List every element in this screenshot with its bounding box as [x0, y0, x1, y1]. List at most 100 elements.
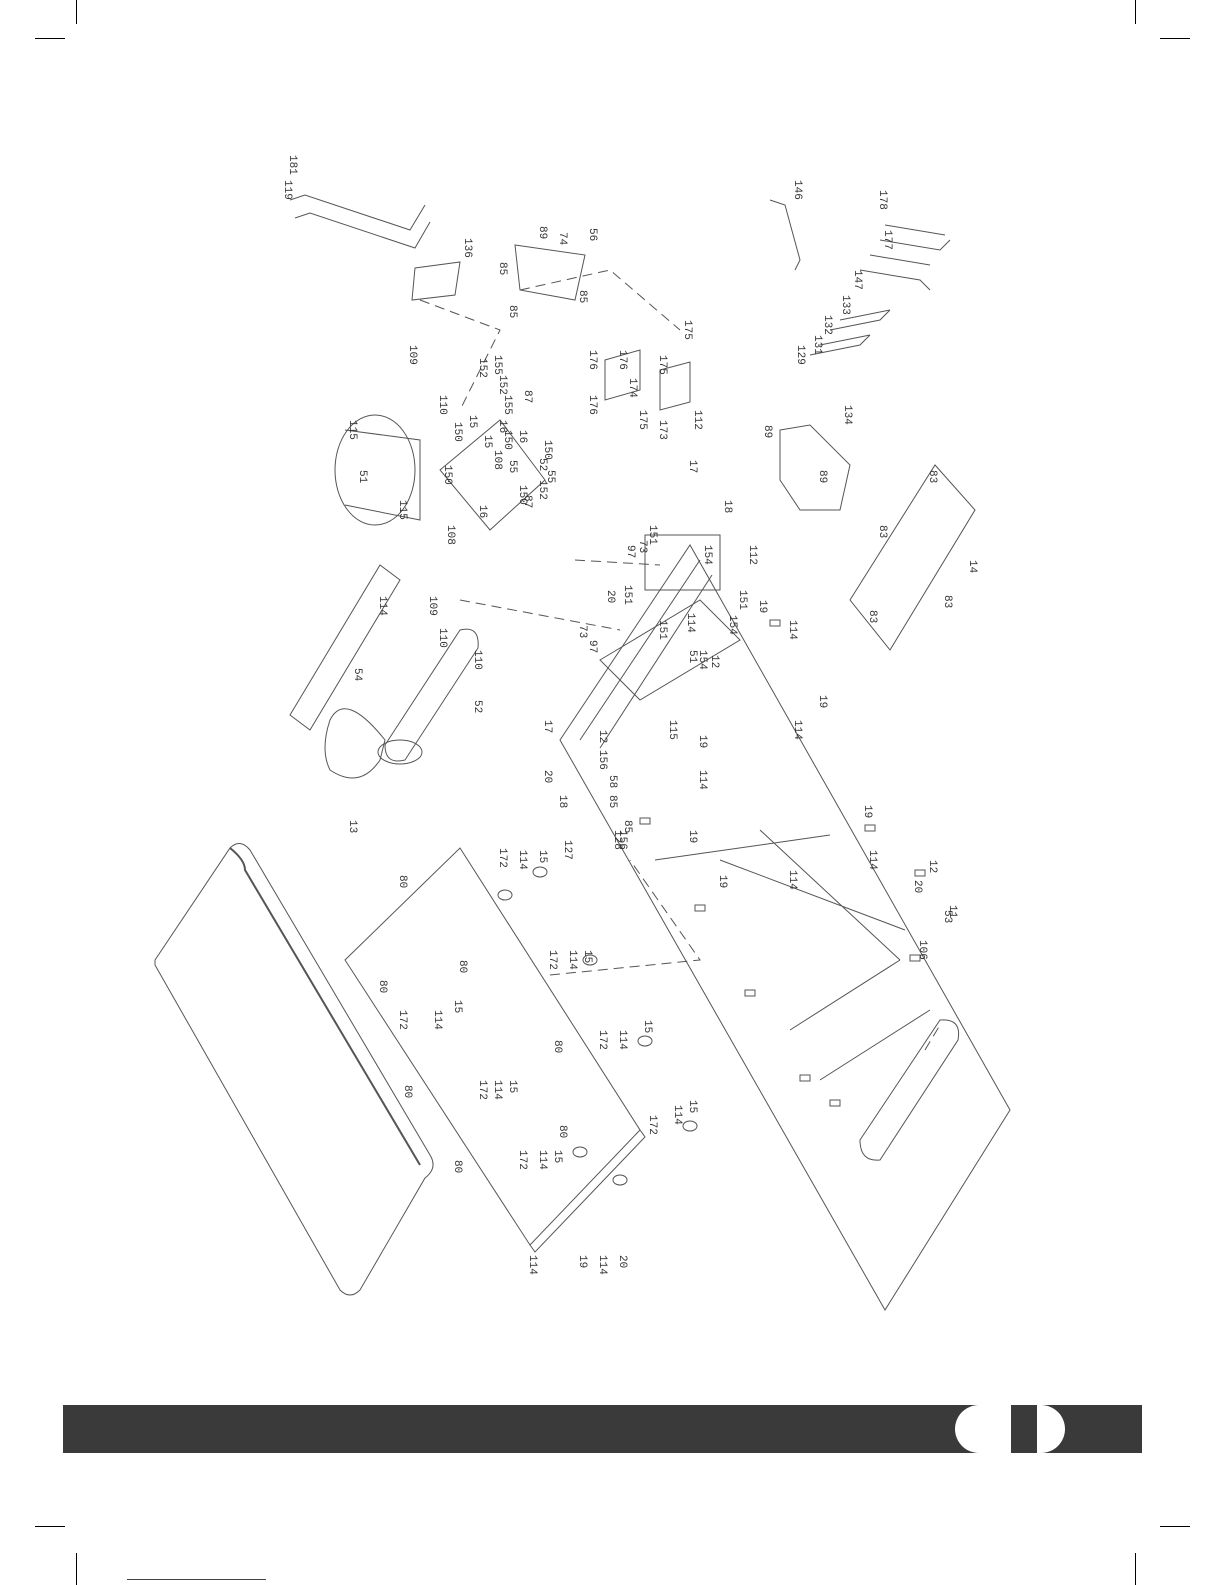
crop-mark-top-right-v: [1135, 0, 1136, 24]
part-label: 74: [556, 232, 568, 246]
part-label: 20: [541, 770, 553, 783]
part-label: 150: [451, 422, 463, 442]
part-label: 114: [516, 850, 528, 870]
part-label: 97: [586, 640, 598, 653]
part-label: 176: [616, 350, 628, 370]
part-label: 172: [476, 1080, 488, 1100]
part-label: 18: [556, 795, 568, 808]
part-label: 15: [466, 415, 478, 428]
part-label: 114: [566, 950, 578, 970]
part-label: 80: [456, 960, 468, 973]
part-label: 172: [596, 1030, 608, 1050]
page-number-tab-divider: [1011, 1405, 1037, 1453]
upper-bracket-2: [514, 244, 586, 301]
part-label: 56: [586, 228, 598, 241]
part-label: 133: [839, 295, 851, 315]
part-label: 108: [444, 525, 456, 545]
part-label: 11: [946, 905, 958, 919]
wire-harness-2: [294, 212, 431, 249]
footer-link-underline: [127, 1579, 266, 1580]
part-label: 58: [606, 775, 618, 788]
part-label: 136: [461, 238, 473, 258]
part-label: 114: [596, 1255, 608, 1275]
part-label: 16: [476, 505, 488, 518]
part-label: 150: [501, 430, 513, 450]
part-label: 114: [791, 720, 803, 740]
part-label: 51: [686, 650, 698, 664]
part-label: 85: [506, 305, 518, 318]
part-label: 85: [576, 290, 588, 303]
part-label: 127: [561, 840, 573, 860]
part-label: 89: [536, 226, 548, 239]
part-label: 132: [821, 315, 833, 335]
part-label: 108: [491, 450, 503, 470]
part-label: 119: [281, 180, 293, 200]
part-label: 155: [491, 355, 503, 375]
part-label: 114: [616, 1030, 628, 1050]
part-label: 134: [841, 405, 853, 425]
part-label: 87: [521, 390, 533, 403]
part-label: 151: [656, 620, 668, 640]
part-label: 55: [506, 460, 518, 473]
page-number-tab: [955, 1405, 1065, 1453]
part-label: 19: [696, 735, 708, 748]
part-label: 150: [441, 465, 453, 485]
part-label: 172: [396, 1010, 408, 1030]
crop-mark-top-left-v: [76, 0, 77, 24]
part-label: 150: [516, 485, 528, 505]
part-label: 83: [866, 610, 878, 623]
controller-box: [779, 424, 851, 511]
wire-set: [809, 224, 951, 356]
part-label: 12: [708, 655, 720, 668]
part-label: 150: [541, 440, 553, 460]
part-label: 19: [686, 830, 698, 843]
part-label: 172: [646, 1115, 658, 1135]
part-label: 151: [736, 590, 748, 610]
part-label: 18: [721, 500, 733, 513]
upper-bracket: [411, 261, 461, 301]
part-label: 115: [666, 720, 678, 740]
part-label: 172: [546, 950, 558, 970]
part-label: 15: [451, 1000, 463, 1013]
part-label: 89: [761, 425, 773, 438]
wire-harness-1: [289, 194, 426, 231]
part-label: 17: [686, 460, 698, 473]
part-label: 115: [346, 420, 358, 440]
part-label: 152: [536, 480, 548, 500]
part-label: 114: [786, 870, 798, 890]
part-label: 112: [691, 410, 703, 430]
part-label: 156: [616, 830, 628, 850]
part-label: 114: [431, 1010, 443, 1030]
part-label: 151: [621, 585, 633, 605]
part-label: 13: [346, 820, 358, 833]
part-label: 177: [881, 230, 893, 250]
part-label: 110: [436, 395, 448, 415]
part-label: 175: [681, 320, 693, 340]
part-label: 19: [576, 1255, 588, 1268]
part-label: 178: [876, 190, 888, 210]
part-label: 154: [696, 650, 708, 670]
part-label: 176: [586, 395, 598, 415]
part-label: 87: [521, 495, 533, 508]
part-label: 19: [861, 805, 873, 818]
part-label: 154: [726, 615, 738, 635]
crop-mark-top-left-h: [35, 38, 65, 39]
part-label: 114: [526, 1255, 538, 1275]
part-label: 51: [356, 470, 368, 484]
part-label: 112: [746, 545, 758, 565]
part-label: 83: [941, 595, 953, 608]
part-label: 114: [684, 613, 696, 633]
part-label: 73: [636, 540, 648, 553]
part-label: 89: [816, 470, 828, 483]
frame-rail-left: [559, 544, 1011, 1311]
part-label: 53: [941, 910, 953, 923]
part-label: 172: [516, 1150, 528, 1170]
part-label: 173: [656, 420, 668, 440]
motor: [334, 414, 416, 526]
part-label: 106: [916, 940, 928, 960]
part-label: 114: [491, 1080, 503, 1100]
part-label: 20: [604, 590, 616, 603]
part-label: 80: [451, 1160, 463, 1173]
part-label: 85: [606, 795, 618, 808]
